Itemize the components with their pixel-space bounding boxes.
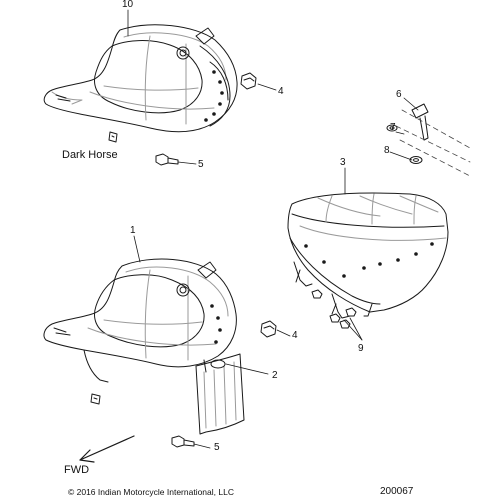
callout-1: 1 xyxy=(130,225,136,236)
callout-2: 2 xyxy=(272,370,278,381)
washer-7 xyxy=(386,124,398,132)
callout-7: 7 xyxy=(390,122,396,133)
nut-4-upper xyxy=(240,72,257,90)
fwd-arrow xyxy=(79,435,135,463)
leader-lines xyxy=(127,9,419,449)
screw-dark-horse-rear xyxy=(108,131,118,143)
callout-5-lower: 5 xyxy=(214,442,220,453)
callout-10: 10 xyxy=(122,0,134,10)
screw-5-lower xyxy=(171,435,195,448)
screw-5-upper xyxy=(155,153,179,166)
callout-3: 3 xyxy=(340,157,346,168)
screw-rider-rear xyxy=(90,393,101,405)
callout-8: 8 xyxy=(384,145,390,156)
callout-6: 6 xyxy=(396,89,402,100)
rider-seat xyxy=(43,258,237,383)
callout-9: 9 xyxy=(358,343,364,354)
centerline-dashes xyxy=(395,109,471,177)
passenger-seat xyxy=(287,192,449,319)
copyright-text: © 2016 Indian Motorcycle International, … xyxy=(68,487,234,497)
fwd-label: FWD xyxy=(64,464,90,476)
callout-4-upper: 4 xyxy=(278,86,284,97)
seat-dark-horse xyxy=(43,24,238,133)
seat-skirt-panel xyxy=(195,353,245,435)
nut-4-lower xyxy=(260,320,277,338)
callout-4-lower: 4 xyxy=(292,330,298,341)
grommet-8 xyxy=(409,156,423,164)
part-number: 200067 xyxy=(380,486,414,497)
callout-5-upper: 5 xyxy=(198,159,204,170)
variant-label: Dark Horse xyxy=(62,149,118,161)
screw-6 xyxy=(411,103,429,141)
